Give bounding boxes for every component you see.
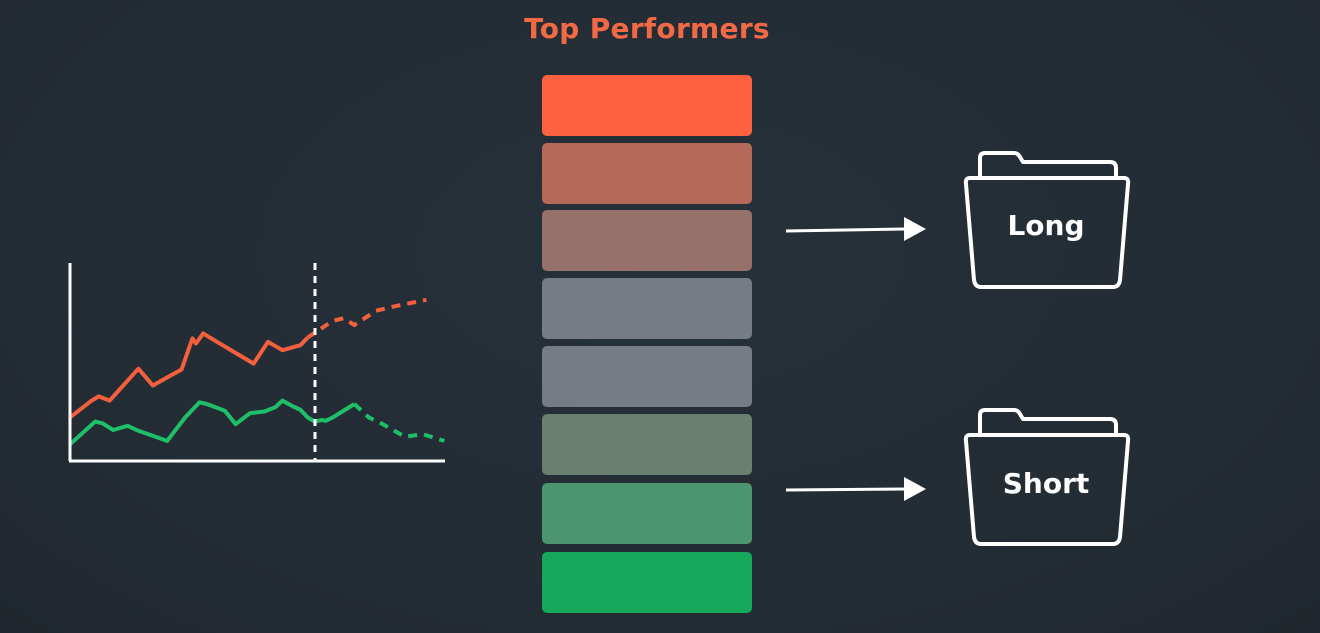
folder-icon xyxy=(963,408,1131,546)
stock-chart xyxy=(68,263,445,463)
rank-box-1 xyxy=(542,75,752,136)
short-folder-label: Short xyxy=(1002,467,1090,500)
long-folder-label: Long xyxy=(1007,209,1085,242)
page-title: Top Performers xyxy=(524,12,770,45)
folder-icon xyxy=(963,151,1131,289)
rank-box-2 xyxy=(542,143,752,204)
rank-box-6 xyxy=(542,414,752,475)
series-2-history-line xyxy=(68,398,356,446)
rank-box-8 xyxy=(542,552,752,613)
series-2-forecast-line xyxy=(353,402,445,443)
arrow-right-icon xyxy=(785,217,926,241)
rank-box-7 xyxy=(542,483,752,544)
series-1-forecast-line xyxy=(306,297,427,340)
rank-box-4 xyxy=(542,278,752,339)
series-1-history-line xyxy=(68,331,310,419)
rank-box-5 xyxy=(542,346,752,407)
rank-box-3 xyxy=(542,210,752,271)
arrow-right-icon xyxy=(785,477,926,501)
